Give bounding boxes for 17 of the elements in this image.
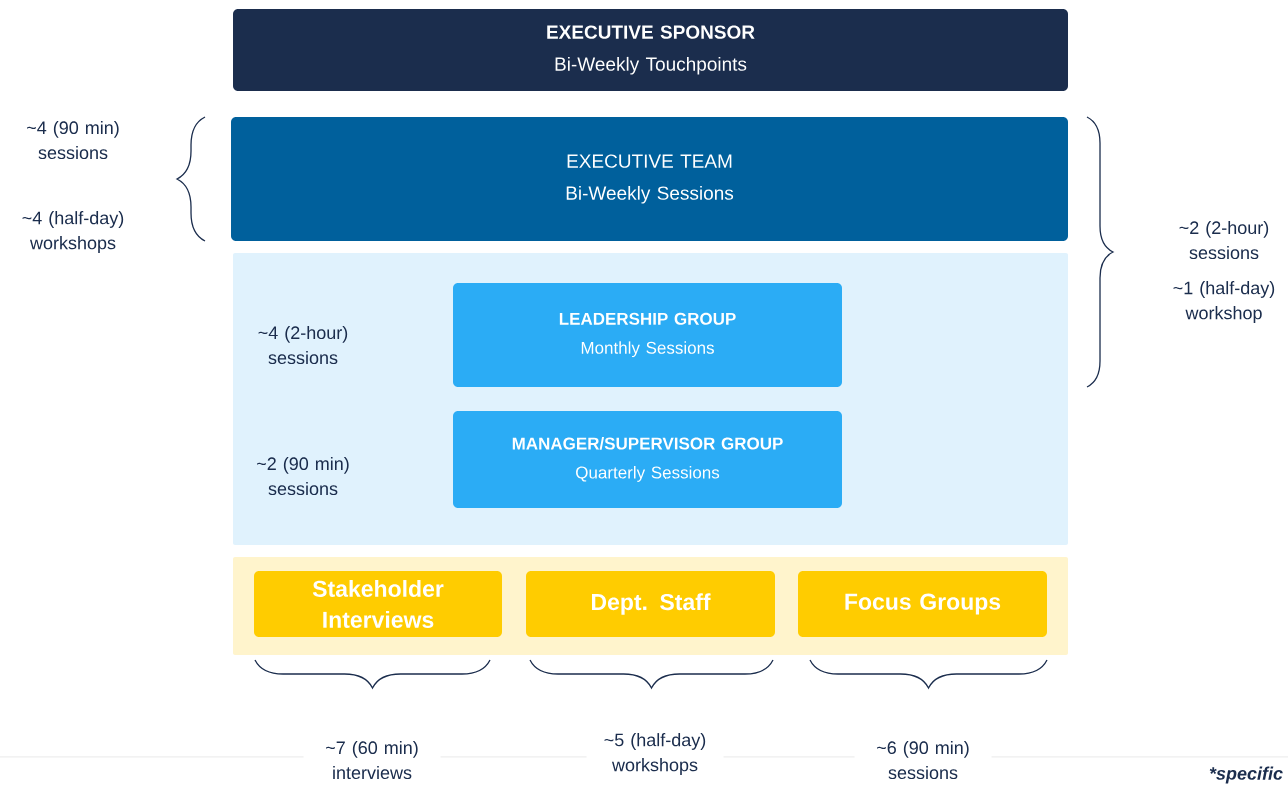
annotation-text: ~4 (2-hour) sessions bbox=[258, 325, 348, 365]
tier-box: MANAGER/SUPERVISOR GROUP Quarterly Sessions bbox=[453, 411, 842, 508]
activity-box: Stakeholder Interviews bbox=[254, 571, 502, 637]
annotation-text: ~5 (half-day) workshops bbox=[586, 732, 724, 776]
annotation-text: ~7 (60 min) interviews bbox=[303, 739, 441, 781]
tier-box: EXECUTIVE TEAM Bi-Weekly Sessions bbox=[231, 117, 1068, 241]
footnote-text: *specific bbox=[1200, 765, 1288, 785]
annotation-text: ~2 (2-hour) sessions bbox=[1179, 220, 1269, 260]
annotation-text: ~6 (90 min) sessions bbox=[854, 739, 992, 781]
tier-box: LEADERSHIP GROUP Monthly Sessions bbox=[453, 283, 842, 387]
activity-box: Focus Groups bbox=[798, 571, 1047, 637]
tier-box: EXECUTIVE SPONSOR Bi-Weekly Touchpoints bbox=[233, 9, 1068, 91]
annotation-text: ~4 (half-day) workshops bbox=[22, 211, 124, 253]
annotation-text: ~2 (90 min) sessions bbox=[257, 456, 349, 496]
activity-box: Dept. Staff bbox=[526, 571, 775, 637]
annotation-text: ~1 (half-day) workshop bbox=[1173, 281, 1275, 323]
annotation-text: ~4 (90 min) sessions bbox=[27, 120, 119, 160]
